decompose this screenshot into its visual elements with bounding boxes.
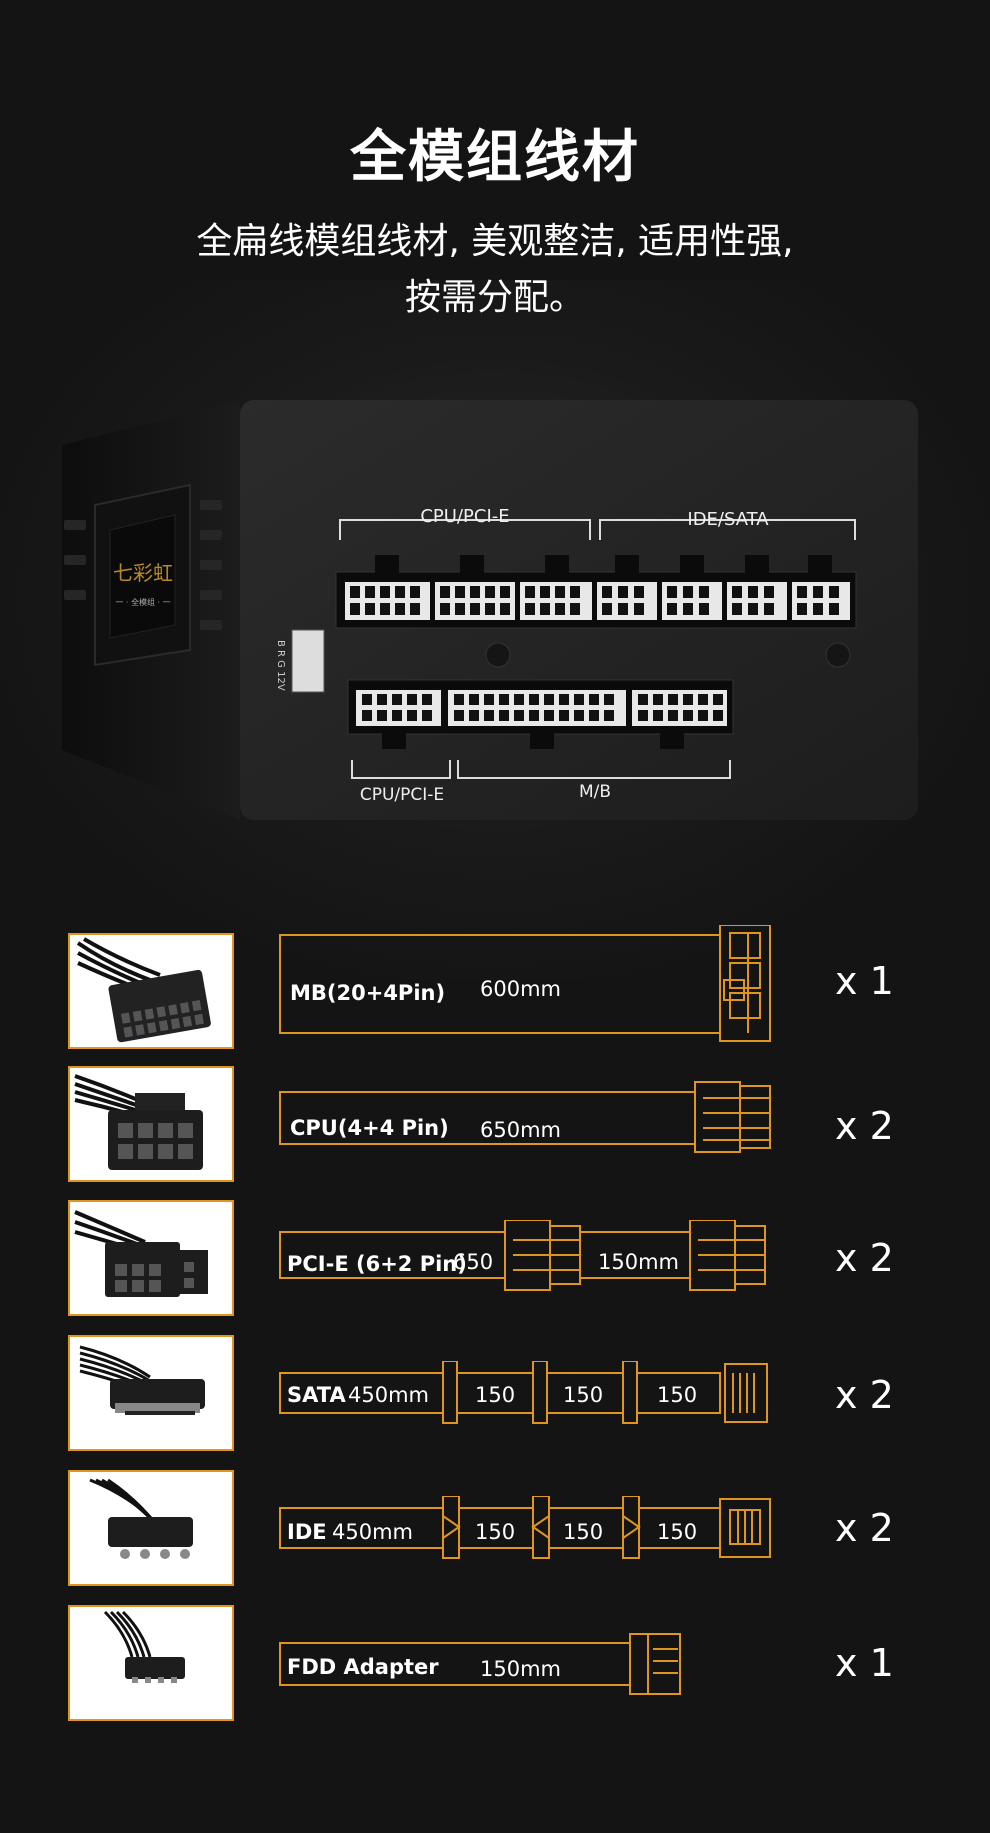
psu-label-ide-sata: IDE/SATA: [687, 509, 769, 530]
ide-cable-seg3: 150: [657, 1520, 698, 1544]
sata-cable-seg2: 150: [563, 1383, 604, 1407]
pcie-cable-diagram: [279, 1220, 766, 1291]
mb-cable-icon: [76, 937, 211, 1043]
cable-row-mb: MB(20+4Pin) 600mm x 1: [0, 925, 990, 1053]
pcie-cable-length: 650: [453, 1250, 494, 1274]
mb-cable-diagram: [279, 925, 771, 1042]
ide-cable-name: IDE: [287, 1520, 327, 1544]
cpu-cable-name: CPU(4+4 Pin): [290, 1116, 449, 1140]
fdd-cable-length: 150mm: [480, 1657, 561, 1681]
mb-cable-qty: x 1: [835, 959, 894, 1003]
cable-thumbnail-ide: [68, 1470, 234, 1586]
fdd-cable-diagram: [279, 1633, 681, 1695]
psu-top-connectors: [335, 555, 857, 629]
fdd-cable-qty: x 1: [835, 1641, 894, 1685]
ide-cable-seg1: 150: [475, 1520, 516, 1544]
sata-cable-name: SATA: [287, 1383, 346, 1407]
subtitle-line-2: 按需分配。: [404, 277, 585, 318]
pcie-cable-icon: [74, 1210, 208, 1297]
psu-label-cpu-pcie-bottom: CPU/PCI-E: [360, 785, 444, 805]
psu-label-mb: M/B: [579, 782, 611, 802]
ide-cable-seg2: 150: [563, 1520, 604, 1544]
psu-side-vents: [64, 500, 222, 630]
cpu-cable-qty: x 2: [835, 1104, 894, 1148]
psu-logo-sub: 一 · 全模组 · 一: [115, 597, 170, 607]
cpu-cable-length: 650mm: [480, 1118, 561, 1142]
sata-cable-seg1: 150: [475, 1383, 516, 1407]
psu-label-cpu-pcie-top: CPU/PCI-E: [420, 506, 509, 527]
page-subtitle: 全扁线模组线材, 美观整洁, 适用性强, 按需分配。: [120, 214, 870, 326]
mb-cable-name: MB(20+4Pin): [290, 981, 446, 1005]
cable-row-ide: IDE 450mm 150 150 150 x 2: [0, 1470, 990, 1590]
ide-cable-qty: x 2: [835, 1506, 894, 1550]
sata-cable-icon: [79, 1345, 205, 1415]
pcie-cable-length-2: 150mm: [598, 1250, 679, 1274]
pcie-cable-name: PCI-E (6+2 Pin): [287, 1252, 467, 1276]
ide-cable-length: 450mm: [332, 1520, 413, 1544]
ide-cable-diagram: [279, 1496, 771, 1559]
cable-row-cpu: CPU(4+4 Pin) 650mm x 2: [0, 1066, 990, 1186]
cable-thumbnail-pcie: [68, 1200, 234, 1316]
fdd-cable-name: FDD Adapter: [287, 1655, 439, 1679]
cable-row-fdd: FDD Adapter 150mm x 1: [0, 1605, 990, 1725]
sata-cable-diagram: [279, 1361, 768, 1424]
psu-logo-text: 七彩虹: [113, 561, 173, 585]
cable-thumbnail-sata: [68, 1335, 234, 1451]
sata-cable-length: 450mm: [348, 1383, 429, 1407]
psu-argb-port: [291, 629, 325, 693]
ide-cable-icon: [89, 1478, 193, 1559]
cable-thumbnail-mb: [68, 933, 234, 1049]
page-title: 全模组线材: [350, 125, 640, 190]
psu-product-image: 七彩虹 一 · 全模组 · 一 CPU/PCI-E IDE/SATA CPU/P…: [62, 400, 918, 820]
cable-row-pcie: PCI-E (6+2 Pin) 650 150mm x 2: [0, 1200, 990, 1320]
psu-argb-label: B R G 12V: [275, 640, 286, 691]
psu-bottom-connectors: [347, 679, 734, 749]
cable-thumbnail-cpu: [68, 1066, 234, 1182]
cable-thumbnail-fdd: [68, 1605, 234, 1721]
fdd-cable-icon: [103, 1610, 185, 1683]
sata-cable-qty: x 2: [835, 1373, 894, 1417]
mb-cable-length: 600mm: [480, 977, 561, 1001]
cpu-cable-diagram: [279, 1081, 771, 1153]
cable-row-sata: SATA 450mm 150 150 150 x 2: [0, 1335, 990, 1455]
cpu-cable-icon: [74, 1074, 203, 1170]
pcie-cable-qty: x 2: [835, 1236, 894, 1280]
sata-cable-seg3: 150: [657, 1383, 698, 1407]
subtitle-line-1: 全扁线模组线材, 美观整洁, 适用性强,: [196, 221, 794, 262]
